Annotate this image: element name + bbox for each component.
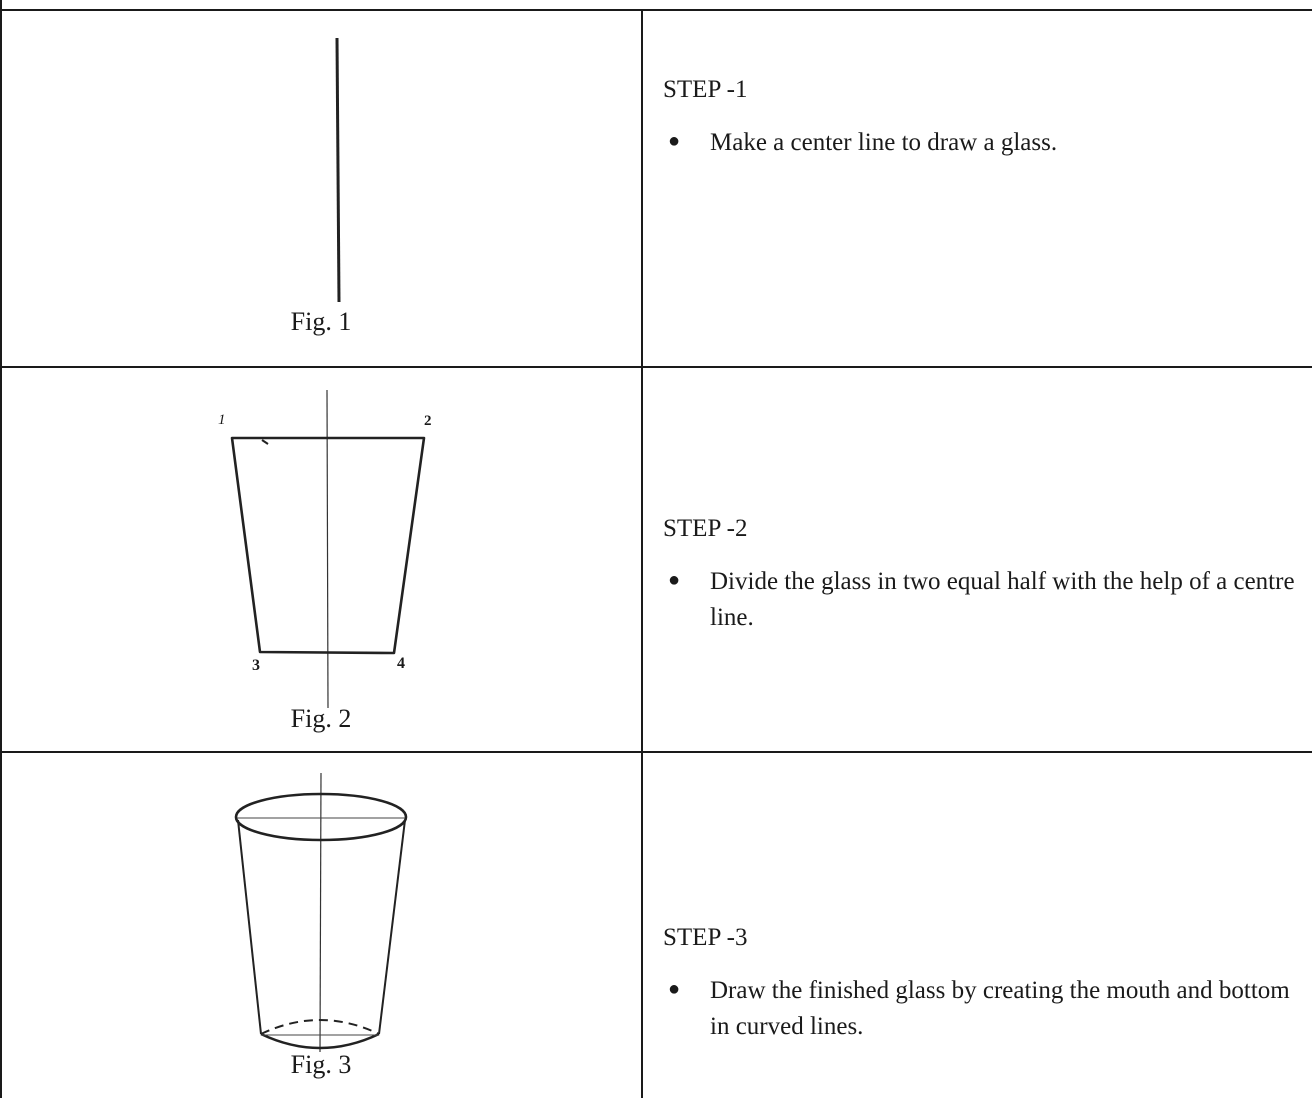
figure-caption: Fig. 3 [290,1050,352,1079]
figure-caption: Fig. 1 [290,307,352,336]
table-column-divider [641,10,643,1098]
step-title: STEP -3 [663,924,748,951]
glass-bottom-back [260,1019,380,1035]
glass-left-side [237,819,262,1035]
figure-caption: Fig. 2 [290,704,352,733]
table-top-border [0,9,1312,11]
corner-label-3: 3 [252,657,260,674]
glass-mouth [234,792,408,842]
glass-right-side [378,819,406,1035]
glass-bottom-front [260,1032,380,1050]
glass-trapezoid [230,436,426,655]
center-line [326,389,329,709]
center-line [319,772,322,1053]
corner-label-2: 2 [424,413,432,429]
finished-glass-figure [234,772,408,1053]
step-title: STEP -1 [663,76,748,103]
corner-label-1: 1 [218,412,226,428]
center-line [335,37,341,303]
row-divider-2 [0,751,1312,753]
row-divider-1 [0,366,1312,368]
bullet-icon: ● [668,569,681,591]
glass-outline-figure [230,389,426,709]
corner-label-4: 4 [397,655,405,672]
step-instruction: Draw the finished glass by creating the … [710,977,1290,1040]
center-line-figure [335,37,341,303]
step-instruction: Make a center line to draw a glass. [710,129,1058,156]
bullet-icon: ● [668,978,681,1000]
step-instruction: Divide the glass in two equal half with … [710,568,1295,631]
table-left-border [0,0,2,1098]
step-title: STEP -2 [663,515,748,542]
bullet-icon: ● [668,130,681,152]
